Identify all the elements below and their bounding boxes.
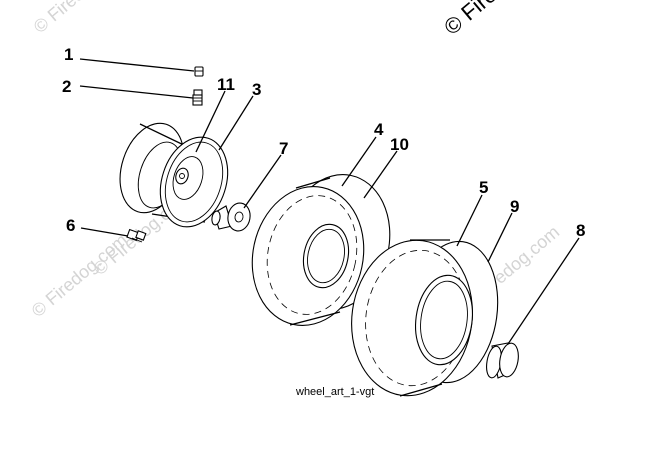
- part-bushing: [211, 202, 251, 232]
- part-grease-fitting: [126, 228, 147, 243]
- callout-6: 6: [66, 216, 75, 235]
- part-valve-stem: [192, 89, 203, 106]
- callout-1: 1: [64, 45, 73, 64]
- callout-11: 11: [217, 75, 235, 94]
- callout-4: 4: [374, 120, 384, 139]
- watermark-top-right: © Fire: [439, 0, 501, 40]
- callout-2: 2: [62, 77, 71, 96]
- callout-3: 3: [252, 80, 261, 99]
- watermark-top-left: © Firedog.com: [30, 0, 133, 37]
- part-nut: [194, 66, 204, 77]
- leader-lines: [79, 58, 580, 345]
- callout-9: 9: [510, 197, 519, 216]
- part-hub-cap: [486, 342, 519, 379]
- part-rim: [119, 122, 229, 228]
- callout-10: 10: [390, 135, 409, 154]
- part-tire-rear: [351, 239, 499, 397]
- callout-labels: 1 2 11 3 6 7 4 10 5 9 8: [62, 45, 585, 240]
- callout-5: 5: [479, 178, 488, 197]
- callout-7: 7: [279, 139, 288, 158]
- figure-caption: wheel_art_1-vgt: [295, 386, 374, 398]
- callout-8: 8: [576, 221, 585, 240]
